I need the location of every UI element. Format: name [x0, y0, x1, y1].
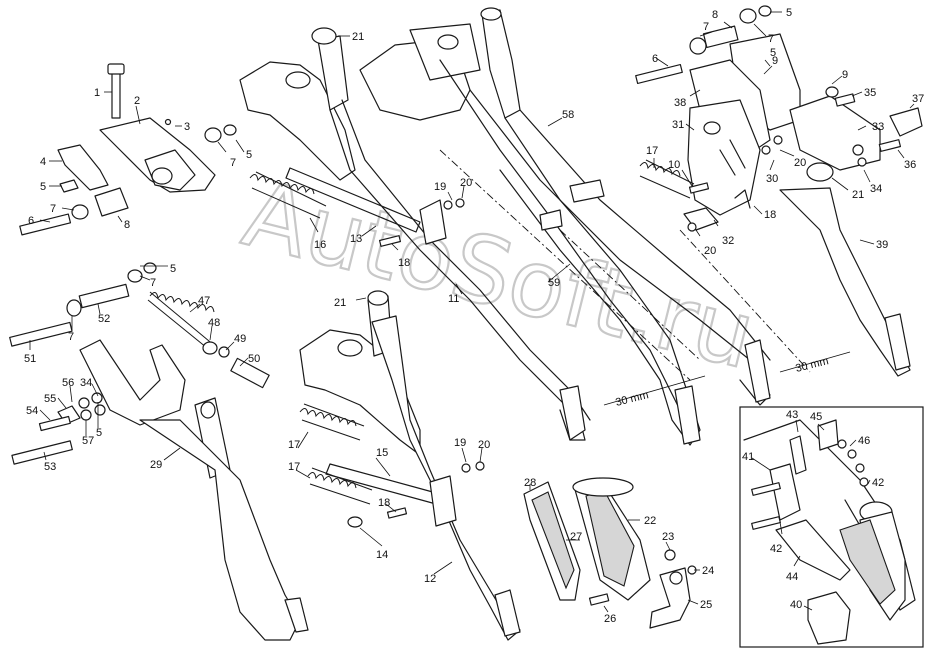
- callout-11: 11: [448, 293, 459, 305]
- callout-15: 15: [376, 447, 388, 459]
- callout-16: 16: [314, 239, 326, 251]
- callout-49: 49: [234, 333, 246, 345]
- callout-19b: 19: [454, 437, 466, 449]
- callout-5f: 5: [770, 47, 776, 59]
- upper-lever-assembly: [239, 7, 771, 446]
- callout-34a: 34: [80, 377, 92, 389]
- callout-7e: 7: [703, 21, 709, 33]
- callout-10: 10: [668, 159, 680, 171]
- callout-12: 12: [424, 573, 436, 585]
- callout-34b: 34: [870, 183, 882, 195]
- callout-5b: 5: [246, 149, 252, 161]
- callout-44: 44: [786, 571, 798, 583]
- callout-7a: 7: [50, 203, 56, 215]
- callout-20d: 20: [794, 157, 806, 169]
- callout-29: 29: [150, 459, 162, 471]
- callout-20a: 20: [460, 177, 472, 189]
- callouts: 1 2 3 4 5 5 5 5 5 5 6 6 7 7 7 7 7 7 8: [24, 7, 924, 625]
- callout-5d: 5: [96, 427, 102, 439]
- callout-4: 4: [40, 156, 46, 168]
- callout-23: 23: [662, 531, 674, 543]
- callout-40: 40: [790, 599, 802, 611]
- callout-58: 58: [562, 109, 574, 121]
- callout-36: 36: [904, 159, 916, 171]
- callout-8a: 8: [124, 219, 130, 231]
- callout-20b: 20: [478, 439, 490, 451]
- callout-21b: 21: [334, 297, 346, 309]
- callout-13: 13: [350, 233, 362, 245]
- callout-42a: 42: [770, 543, 782, 555]
- callout-41: 41: [742, 451, 754, 463]
- callout-5c: 5: [170, 263, 176, 275]
- callout-37: 37: [912, 93, 924, 105]
- callout-7f: 7: [768, 33, 774, 45]
- callout-31: 31: [672, 119, 684, 131]
- pivot-bracket-assembly: [19, 63, 237, 236]
- callout-33: 33: [872, 121, 884, 133]
- callout-47: 47: [198, 295, 210, 307]
- callout-26: 26: [604, 613, 616, 625]
- callout-56: 56: [62, 377, 74, 389]
- callout-39: 39: [876, 239, 888, 251]
- callout-46: 46: [858, 435, 870, 447]
- callout-2: 2: [134, 95, 140, 107]
- callout-25: 25: [700, 599, 712, 611]
- callout-5e: 5: [786, 7, 792, 19]
- callout-19a: 19: [434, 181, 446, 193]
- callout-28: 28: [524, 477, 536, 489]
- callout-51: 51: [24, 353, 36, 365]
- callout-52: 52: [98, 313, 110, 325]
- dimension-label-left: 30 mm: [614, 389, 650, 409]
- callout-7c: 7: [150, 277, 156, 289]
- callout-7d: 7: [68, 331, 74, 343]
- detail-inset: [739, 406, 924, 648]
- callout-50: 50: [248, 353, 260, 365]
- callout-21c: 21: [852, 189, 864, 201]
- callout-59: 59: [548, 277, 560, 289]
- callout-27: 27: [570, 531, 582, 543]
- dimension-label-right: 30 mm: [794, 355, 830, 375]
- callout-55: 55: [44, 393, 56, 405]
- callout-6b: 6: [652, 53, 658, 65]
- callout-5a: 5: [40, 181, 46, 193]
- callout-3: 3: [184, 121, 190, 133]
- callout-1: 1: [94, 87, 100, 99]
- callout-17c: 17: [646, 145, 658, 157]
- callout-18a: 18: [398, 257, 410, 269]
- callout-57: 57: [82, 435, 94, 447]
- guide-bracket-assembly: [523, 477, 697, 629]
- callout-9b: 9: [842, 69, 848, 81]
- callout-32: 32: [722, 235, 734, 247]
- callout-9a: 9: [772, 55, 778, 67]
- callout-20c: 20: [704, 245, 716, 257]
- callout-45: 45: [810, 411, 822, 423]
- foot-lever-assembly: [9, 262, 309, 641]
- callout-53: 53: [44, 461, 56, 473]
- callout-24: 24: [702, 565, 714, 577]
- callout-17b: 17: [288, 461, 300, 473]
- callout-14: 14: [376, 549, 388, 561]
- callout-48: 48: [208, 317, 220, 329]
- callout-17a: 17: [288, 439, 300, 451]
- callout-8b: 8: [712, 9, 718, 21]
- mounting-plate-assembly: [635, 5, 923, 377]
- callout-7b: 7: [230, 157, 236, 169]
- callout-35: 35: [864, 87, 876, 99]
- callout-43: 43: [786, 409, 798, 421]
- callout-42b: 42: [872, 477, 884, 489]
- callout-18c: 18: [764, 209, 776, 221]
- callout-21a: 21: [352, 31, 364, 43]
- callout-22: 22: [644, 515, 656, 527]
- callout-38: 38: [674, 97, 686, 109]
- callout-18b: 18: [378, 497, 390, 509]
- lower-lever-assembly: [299, 290, 521, 641]
- callout-6a: 6: [28, 215, 34, 227]
- callout-54: 54: [26, 405, 38, 417]
- callout-30: 30: [766, 173, 778, 185]
